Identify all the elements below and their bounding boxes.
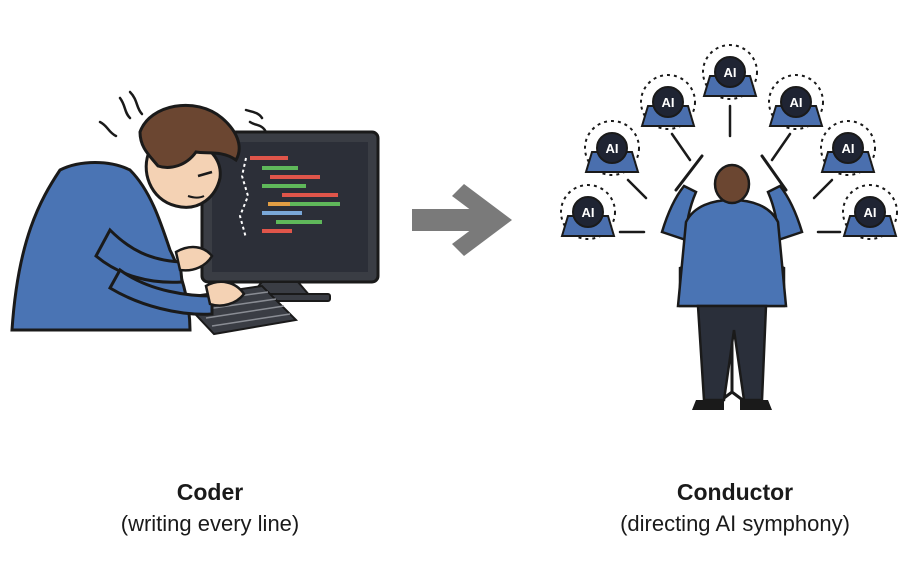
coder-title: Coder bbox=[176, 479, 244, 505]
coder-hand-left bbox=[174, 245, 214, 272]
ai-robot-icon: AI bbox=[702, 44, 758, 100]
robot-label: AI bbox=[606, 141, 619, 156]
stress-marks bbox=[98, 90, 268, 138]
code-lines bbox=[238, 156, 340, 239]
coder-caption: Coder (writing every line) bbox=[40, 478, 380, 538]
ai-robot-icon: AI bbox=[842, 184, 898, 240]
robot-label: AI bbox=[662, 95, 675, 110]
conductor-figure bbox=[660, 163, 804, 410]
ai-robot-icon: AI bbox=[820, 120, 876, 176]
ai-robot-icon: AI bbox=[640, 74, 696, 130]
ai-robot-icon: AI bbox=[768, 74, 824, 130]
baton-icon bbox=[674, 154, 788, 192]
conductor-subtitle: (directing AI symphony) bbox=[620, 511, 850, 536]
coder-arm bbox=[94, 227, 184, 284]
arrow-right-icon bbox=[412, 184, 512, 256]
robot-label: AI bbox=[864, 205, 877, 220]
conductor-title: Conductor bbox=[676, 479, 794, 505]
connection-lines bbox=[618, 104, 842, 234]
ai-robot-icon: AI bbox=[560, 184, 616, 240]
coder-illustration bbox=[10, 90, 380, 336]
coder-head bbox=[138, 103, 241, 209]
ai-robot-icon: AI bbox=[584, 120, 640, 176]
robot-label: AI bbox=[582, 205, 595, 220]
robot-label: AI bbox=[724, 65, 737, 80]
conductor-illustration: AI AI AI AI AI bbox=[560, 44, 898, 410]
conductor-caption: Conductor (directing AI symphony) bbox=[570, 478, 900, 538]
coder-hand-right bbox=[204, 280, 246, 307]
robot-label: AI bbox=[790, 95, 803, 110]
robot-label: AI bbox=[842, 141, 855, 156]
coder-subtitle: (writing every line) bbox=[120, 511, 300, 536]
